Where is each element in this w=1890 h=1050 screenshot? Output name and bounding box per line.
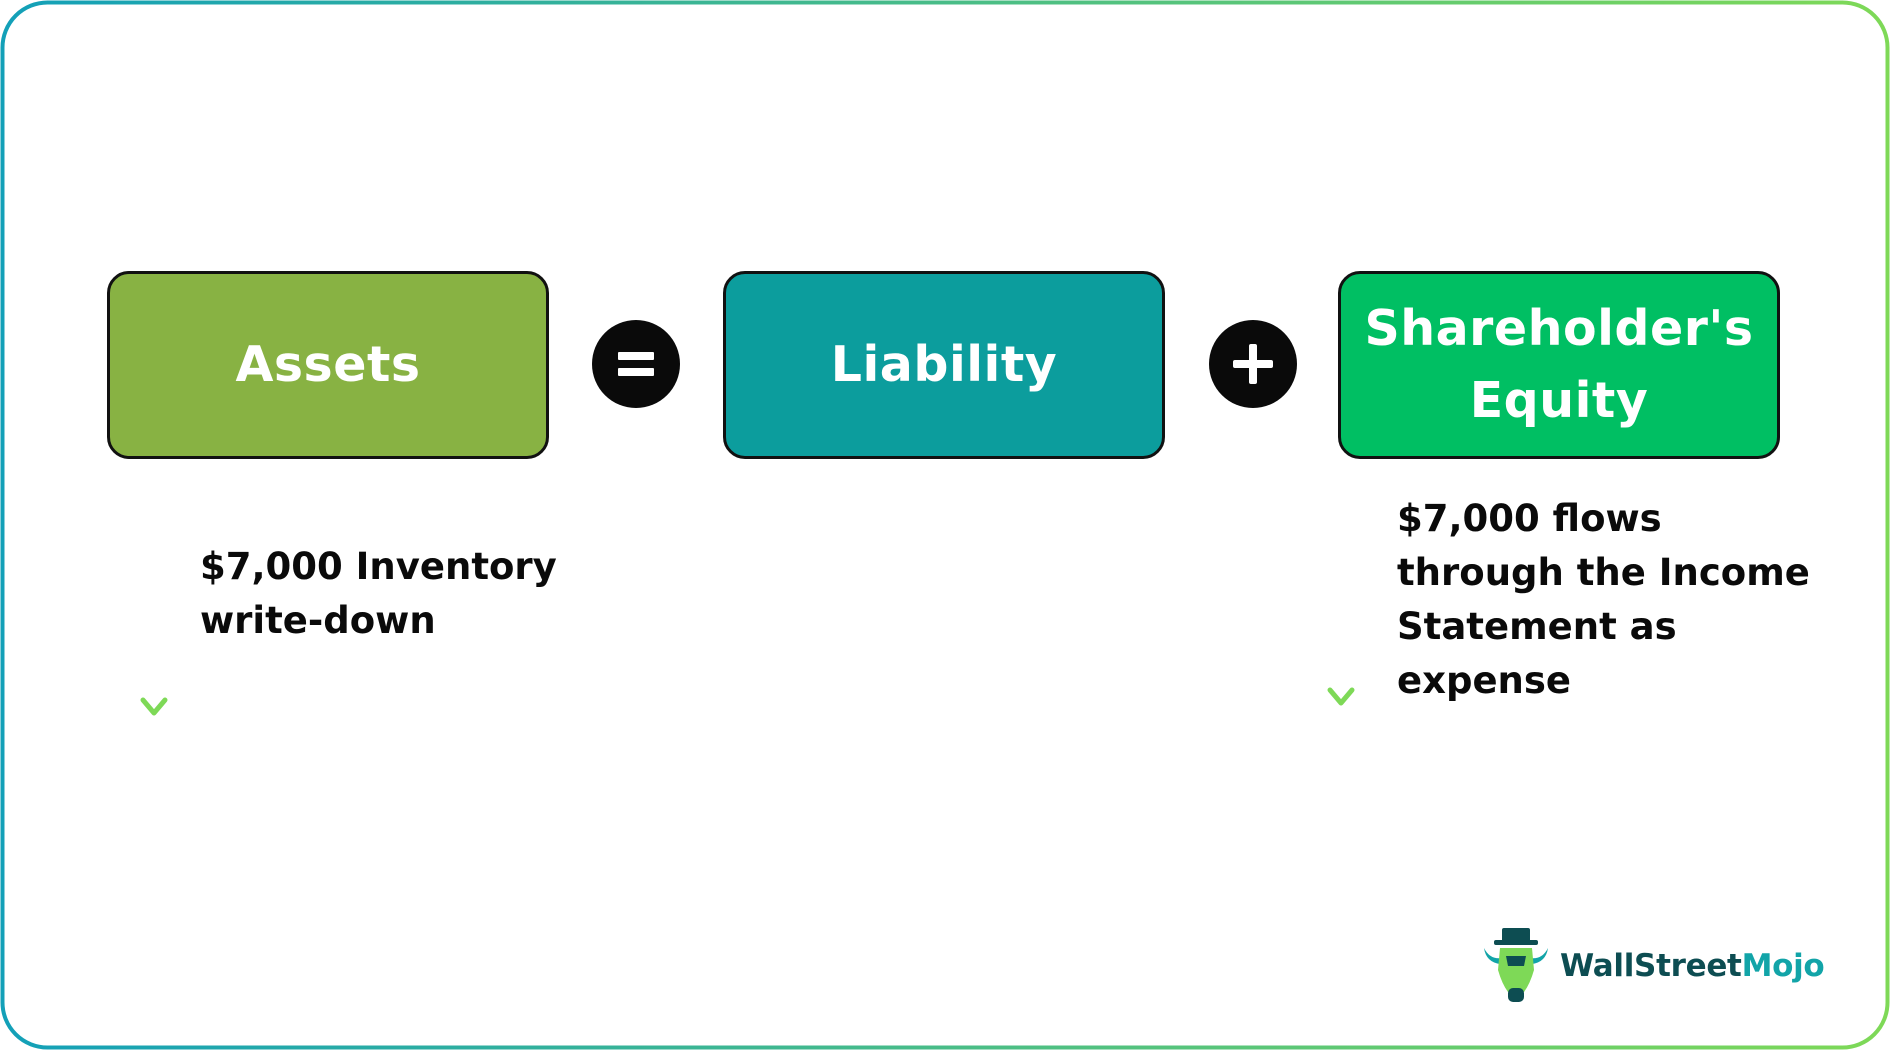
assets-box: Assets	[107, 271, 549, 459]
equity-note: $7,000 flows through the Income Statemen…	[1397, 497, 1810, 702]
assets-note: $7,000 Inventory write-down	[200, 545, 557, 642]
liability-label: Liability	[830, 336, 1058, 393]
wallstreetmojo-logo: WallStreetMojo	[1480, 926, 1825, 1006]
equity-label: Shareholder's Equity	[1364, 300, 1754, 429]
assets-label: Assets	[235, 336, 421, 393]
plus-icon	[1209, 320, 1297, 408]
equity-arrow-down-icon	[1327, 486, 1355, 706]
equals-icon	[592, 320, 680, 408]
bull-mascot-icon	[1484, 928, 1548, 1002]
logo-text-mojo: Mojo	[1741, 948, 1825, 984]
liability-box: Liability	[723, 271, 1165, 459]
logo-text-wallstreet: WallStreet	[1560, 948, 1742, 984]
assets-arrow-down-icon	[140, 494, 168, 716]
equity-box: Shareholder's Equity	[1338, 271, 1780, 459]
